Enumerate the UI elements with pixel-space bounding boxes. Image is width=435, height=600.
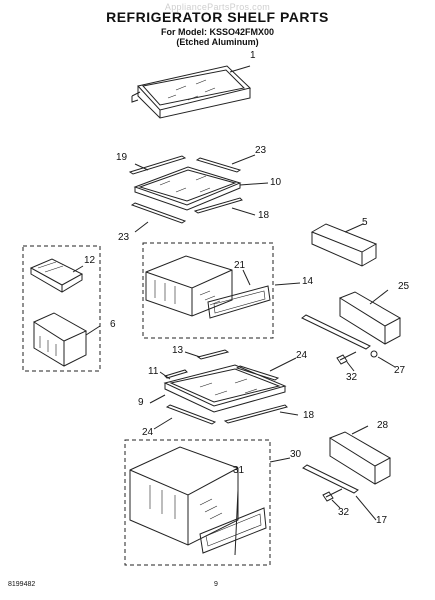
callout-27: 27 [394,365,406,376]
lower-glass-shelf [149,349,299,430]
callout-12: 12 [84,255,96,266]
callout-18-top: 18 [258,210,270,221]
lower-drawer [129,446,291,556]
callout-17: 17 [376,515,388,526]
callout-31: 31 [233,465,245,476]
middle-glass-shelf [128,154,269,233]
callout-1: 1 [250,50,256,61]
callout-28: 28 [377,420,389,431]
callout-14: 14 [302,276,314,287]
watermark: AppliancePartsPros.com [164,2,271,12]
callout-9: 9 [138,397,144,408]
doc-number: 8199482 [8,581,36,588]
bin-group-box [22,245,101,372]
page-number: 9 [214,581,218,588]
top-glass-shelf [131,65,252,119]
page-title: REFRIGERATOR SHELF PARTS [106,9,329,25]
callout-23-top: 23 [255,145,267,156]
callout-21: 21 [234,260,246,271]
callout-18-bottom: 18 [303,410,315,421]
finish-line: (Etched Aluminum) [176,37,259,47]
callout-19: 19 [116,152,128,163]
callout-24-bottom: 24 [142,427,154,438]
callout-32-bottom: 32 [338,507,350,518]
callout-13: 13 [172,345,184,356]
callout-25: 25 [398,281,410,292]
callout-5: 5 [362,217,368,228]
lower-slide-assembly [302,425,392,521]
model-line: For Model: KSSO42FMX00 [160,27,275,37]
callout-6: 6 [110,319,116,330]
callout-23-bottom: 23 [118,232,130,243]
crisper-slide-assembly [301,289,402,372]
callout-24-top: 24 [296,350,308,361]
callout-11: 11 [148,366,159,377]
lower-drawer-group-box [124,439,271,566]
callout-10: 10 [270,177,282,188]
bin-cover-and-bin [29,258,101,367]
callout-30: 30 [290,449,302,460]
shelf-bracket [310,223,378,267]
crisper-drawer [145,255,301,319]
crisper-group-box [142,242,274,339]
callout-32-top: 32 [346,372,358,383]
